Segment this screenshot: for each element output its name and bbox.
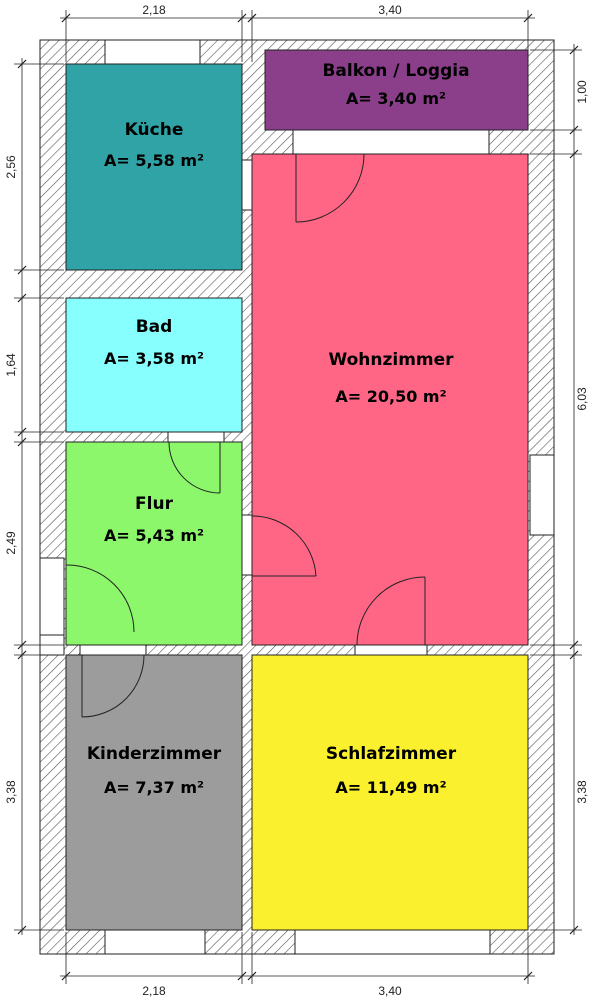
window-wohnzimmer-right [529, 454, 555, 536]
dim-left-flur: 2,49 [4, 531, 18, 555]
dim-bottom-right: 3,40 [378, 984, 402, 998]
window-schlafzimmer-bottom [294, 929, 491, 955]
door-gap-bad-flur [167, 431, 225, 443]
room-area-kinderzimmer: A= 7,37 m² [104, 778, 204, 797]
opening-balkon-wohnzimmer [292, 129, 490, 155]
room-area-flur: A= 5,43 m² [104, 526, 204, 545]
room-area-wohnzimmer: A= 20,50 m² [335, 387, 446, 406]
dim-right-balkon: 1,00 [575, 80, 589, 104]
room-name-schlafzimmer: Schlafzimmer [326, 744, 457, 764]
dim-top-right: 3,40 [378, 3, 402, 17]
room-name-balkon: Balkon / Loggia [322, 61, 469, 81]
door-gap-flur-kinder [79, 644, 147, 656]
room-name-bad: Bad [136, 317, 173, 337]
door-gap-kueche [241, 159, 253, 211]
dimension-top: 2,18 3,40 [60, 3, 535, 62]
dim-top-left: 2,18 [142, 3, 166, 17]
door-gap-wohn-schlaf [354, 644, 428, 656]
dimension-bottom: 2,18 3,40 [60, 932, 535, 998]
door-kinderzimmer [81, 654, 145, 718]
dim-left-bad: 1,64 [4, 353, 18, 377]
room-flur[interactable] [65, 441, 243, 646]
room-wohnzimmer[interactable] [251, 153, 529, 646]
dim-left-kueche: 2,56 [4, 155, 18, 179]
room-area-bad: A= 3,58 m² [104, 349, 204, 368]
room-kinderzimmer[interactable] [65, 654, 243, 931]
window-flur-left [39, 557, 65, 637]
dim-left-kinderzimmer: 3,38 [4, 780, 18, 804]
room-name-kueche: Küche [125, 120, 184, 140]
window-kinderzimmer-bottom [104, 929, 206, 955]
door-wohnzimmer-schlafzimmer [356, 576, 426, 646]
door-wohnzimmer-balkon [295, 153, 365, 223]
dim-right-wohnzimmer: 6,03 [575, 387, 589, 411]
room-schlafzimmer[interactable] [251, 654, 529, 931]
dimension-right: 1,00 6,03 3,38 [530, 44, 589, 935]
room-name-kinderzimmer: Kinderzimmer [87, 744, 222, 764]
room-area-kueche: A= 5,58 m² [104, 151, 204, 170]
door-wohnzimmer-flur [251, 515, 317, 577]
room-kueche[interactable] [65, 63, 243, 271]
door-flur-entrance [65, 564, 135, 633]
room-area-balkon: A= 3,40 m² [346, 89, 446, 108]
dim-right-schlafzimmer: 3,38 [575, 780, 589, 804]
room-name-wohnzimmer: Wohnzimmer [328, 350, 454, 370]
room-balkon[interactable] [264, 49, 529, 131]
door-gap-flur-wohn [241, 514, 253, 576]
door-flur-bad [168, 441, 221, 494]
room-area-schlafzimmer: A= 11,49 m² [335, 778, 446, 797]
dim-bottom-left: 2,18 [142, 984, 166, 998]
dimension-left: 2,56 1,64 2,49 3,38 [4, 58, 64, 935]
room-name-flur: Flur [135, 494, 174, 514]
window-kueche-top [104, 39, 201, 65]
room-bad[interactable] [65, 297, 243, 433]
